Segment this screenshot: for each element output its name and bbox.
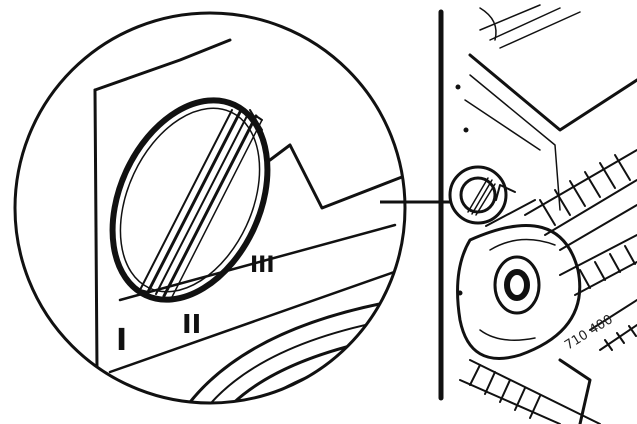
housing-top-edge xyxy=(468,53,637,132)
housing-inner-edge xyxy=(469,74,561,211)
round-cover xyxy=(456,224,582,360)
overview-drawing xyxy=(455,4,637,424)
marker-setting-2: II xyxy=(182,310,201,340)
magnifier-circle xyxy=(13,11,407,405)
dial-knob xyxy=(109,97,271,303)
ribbed-duct-middle xyxy=(559,234,637,296)
housing-vertical-edge xyxy=(93,88,99,372)
ribbed-duct-upper xyxy=(524,149,637,251)
housing-notch xyxy=(268,143,405,210)
marker-setting-1: I xyxy=(116,323,127,358)
ribbed-duct-right xyxy=(589,299,637,351)
magnified-detail: I II III xyxy=(13,11,407,405)
detail-highlight-circle xyxy=(448,165,508,225)
marker-setting-3: III xyxy=(250,253,275,278)
ribbed-duct-lower xyxy=(459,358,601,424)
